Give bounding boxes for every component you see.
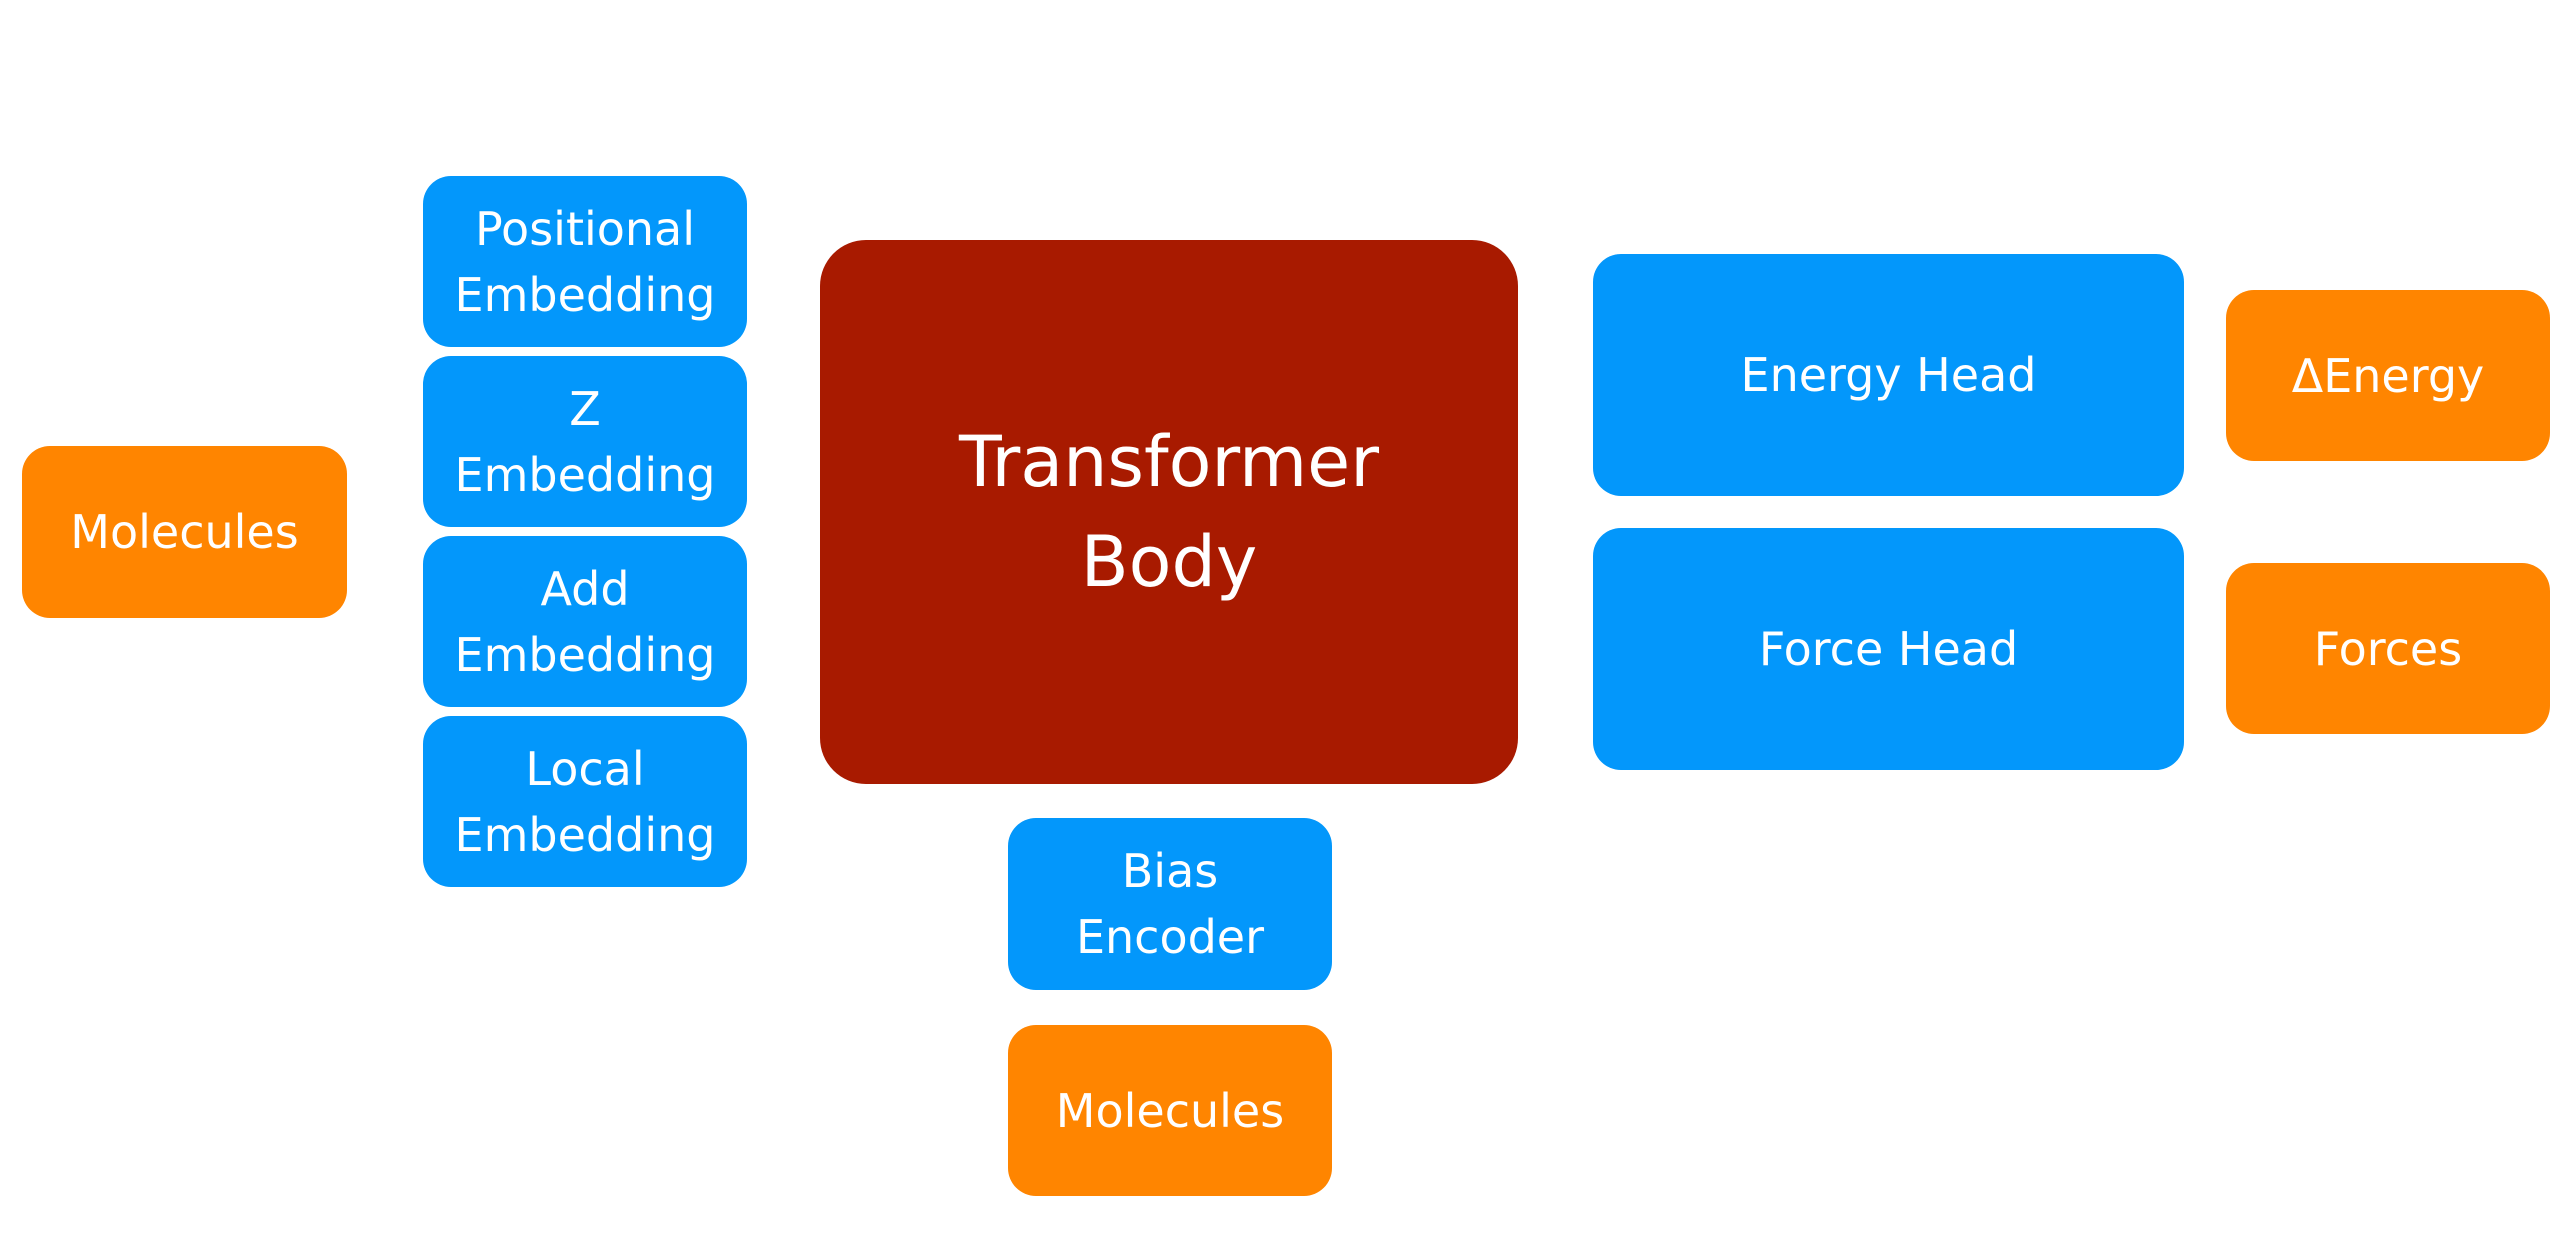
- positional-embedding-box: Positional Embedding: [423, 176, 747, 347]
- bias-encoder-label: Bias Encoder: [1075, 844, 1265, 964]
- bias-encoder-box: Bias Encoder: [1008, 818, 1332, 990]
- delta-energy-output-label: ΔEnergy: [2291, 348, 2485, 403]
- z-embedding-box: Z Embedding: [423, 356, 747, 527]
- molecules-input-box: Molecules: [22, 446, 347, 618]
- molecules-bias-input-box: Molecules: [1008, 1025, 1332, 1196]
- forces-output-box: Forces: [2226, 563, 2550, 734]
- energy-head-label: Energy Head: [1740, 348, 2037, 402]
- force-head-box: Force Head: [1593, 528, 2184, 770]
- force-head-label: Force Head: [1758, 622, 2019, 676]
- z-embedding-label: Z Embedding: [454, 381, 716, 502]
- local-embedding-box: Local Embedding: [423, 716, 747, 887]
- forces-output-label: Forces: [2313, 621, 2463, 676]
- add-embedding-box: Add Embedding: [423, 536, 747, 707]
- transformer-body-box: Transformer Body: [820, 240, 1518, 784]
- local-embedding-label: Local Embedding: [454, 741, 716, 862]
- delta-energy-output-box: ΔEnergy: [2226, 290, 2550, 461]
- molecules-bias-input-label: Molecules: [1055, 1083, 1285, 1138]
- molecules-input-label: Molecules: [70, 505, 299, 559]
- add-embedding-label: Add Embedding: [454, 561, 716, 682]
- transformer-body-label: Transformer Body: [958, 421, 1380, 603]
- energy-head-box: Energy Head: [1593, 254, 2184, 496]
- positional-embedding-label: Positional Embedding: [454, 201, 716, 322]
